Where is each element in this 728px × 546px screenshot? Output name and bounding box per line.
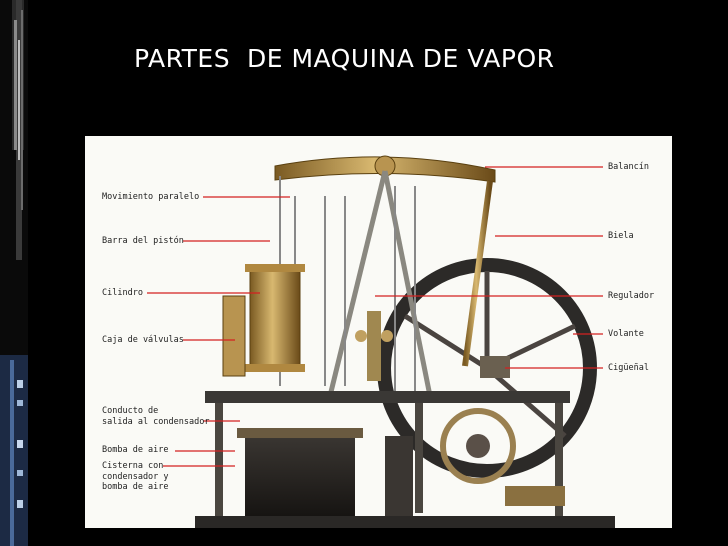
label-biela: Biela [608, 231, 634, 241]
label-conducto-salida: Conducto de salida al condensador [102, 406, 210, 427]
label-ciguenal: Cigüeñal [608, 363, 649, 373]
label-caja-valvulas: Caja de válvulas [102, 335, 184, 345]
label-cilindro: Cilindro [102, 288, 143, 298]
label-bomba-aire: Bomba de aire [102, 445, 169, 455]
label-cisterna: Cisterna con condensador y bomba de aire [102, 461, 169, 492]
label-movimiento-paralelo: Movimiento paralelo [102, 192, 200, 202]
diagram-panel: Movimiento paralelo Barra del pistón Cil… [85, 136, 672, 528]
steam-engine-illustration [195, 155, 615, 528]
label-regulador: Regulador [608, 291, 655, 301]
label-volante: Volante [608, 329, 644, 339]
leader-lines [147, 166, 603, 467]
cistern-shape [245, 436, 355, 521]
label-barra-piston: Barra del pistón [102, 236, 184, 246]
slide-decoration-strip [0, 0, 28, 546]
slide-title: PARTES DE MAQUINA DE VAPOR [134, 44, 555, 73]
engine-frame-shape [205, 391, 570, 403]
label-balancin: Balancín [608, 162, 649, 172]
